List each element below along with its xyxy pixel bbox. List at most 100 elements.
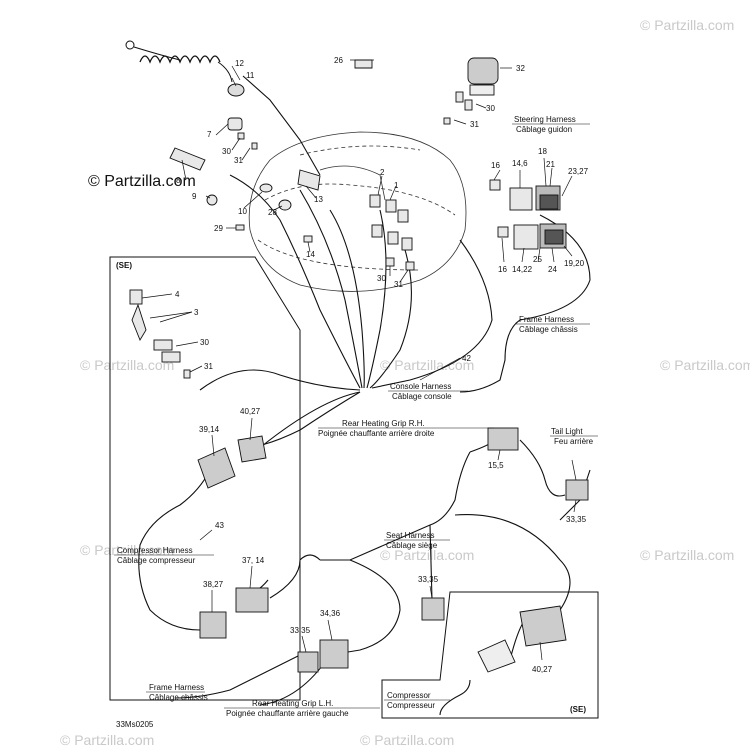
watermark-text: © Partzilla.com [80,542,174,558]
callout-30c: 30 [377,274,386,283]
rear-grip-rh-label-fr: Poignée chauffante arrière droite [318,429,435,438]
callout-2: 2 [380,168,385,177]
callout-40-27b: 40,27 [532,665,553,674]
callout-15-5: 15,5 [488,461,504,470]
connector-39-14 [197,447,236,489]
watermark-group: © Partzilla.com © Partzilla.com © Partzi… [60,17,750,748]
se-tag-top: (SE) [116,261,132,270]
callout-32: 32 [516,64,525,73]
harness-labels: Steering Harness Câblage guidon Frame Ha… [114,115,598,729]
watermark-text: © Partzilla.com [380,547,474,563]
connector-37-14 [235,587,269,613]
se-tag-bottom: (SE) [570,705,586,714]
callout-3: 3 [194,308,199,317]
frame-harness-top-label-fr: Câblage châssis [519,325,578,334]
connector-15-5 [487,427,519,451]
callout-39-14: 39,14 [199,425,220,434]
connector-14-6 [509,187,533,211]
callout-25: 25 [533,255,542,264]
callout-31a: 31 [470,120,479,129]
leader-lines [141,59,577,661]
component-glyphs [129,57,589,673]
toggle-4 [129,289,143,305]
steering-harness-label: Steering Harness [514,115,576,124]
callout-31b: 31 [234,156,243,165]
console-harness-label-fr: Câblage console [392,392,452,401]
callout-37-14: 37, 14 [242,556,265,565]
frame-harness-bottom-label-fr: Câblage châssis [149,693,208,702]
callout-9: 9 [192,192,197,201]
compressor-harness-label-fr: Câblage compresseur [117,556,196,565]
connector-38-27 [199,611,227,639]
terminal-31b [443,117,451,125]
callout-8: 8 [176,176,181,185]
compressor-plug [477,639,516,673]
callout-10: 10 [238,207,247,216]
seat-harness-label-fr: Câblage siège [386,541,438,550]
connector-13 [297,169,321,191]
callout-24: 24 [548,265,557,274]
watermark-text: © Partzilla.com [660,357,750,373]
callout-1: 1 [394,181,399,190]
grommet-10 [259,183,273,193]
callout-13: 13 [314,195,323,204]
steering-harness-label-fr: Câblage guidon [516,125,572,134]
callout-40-27a: 40,27 [240,407,261,416]
callout-23-27: 23,27 [568,167,589,176]
clip-30d [153,339,173,351]
se-frame-bottom [381,591,599,719]
terminal-30c [385,257,395,267]
callout-18: 18 [538,147,547,156]
toggle-3 [131,303,147,342]
partzilla-watermark: © Partzilla.com [88,173,196,190]
callout-33-35a: 33,35 [290,626,311,635]
frame-harness-bottom-label: Frame Harness [149,683,204,692]
callouts: 12 11 26 32 30 31 7 30 31 8 9 10 13 28 2… [175,56,589,674]
clip-30 [455,91,464,103]
se-frame-left [109,256,301,701]
connector-40-27b [519,605,567,647]
watermark-text: © Partzilla.com [60,732,154,748]
terminal-31c [405,261,415,271]
connector-tail [565,479,589,501]
callout-29: 29 [214,224,223,233]
watermark-text: © Partzilla.com [360,732,454,748]
callout-31d: 31 [204,362,213,371]
harness-wires [138,75,591,716]
callout-11: 11 [246,71,255,80]
rear-grip-lh-label-fr: Poignée chauffante arrière gauche [226,709,349,718]
compressor-label: Compressor [387,691,431,700]
callout-28: 28 [268,208,277,217]
rear-grip-lh-label: Rear Heating Grip L.H. [252,699,333,708]
grommet-28 [278,199,292,211]
rear-grip-rh-label: Rear Heating Grip R.H. [342,419,425,428]
connector-33-35a [297,651,319,673]
callout-31c: 31 [394,280,403,289]
callout-30a: 30 [486,104,495,113]
sensor-8 [169,147,206,171]
callout-42: 42 [462,354,471,363]
connector-33-35b [421,597,445,621]
terminal-29 [235,224,245,231]
callout-33-35b: 33,35 [418,575,439,584]
callout-4: 4 [175,290,180,299]
sensor-9 [206,194,218,206]
callout-16b: 16 [498,265,507,274]
callout-14-6: 14,6 [512,159,528,168]
compressor-harness-label: Compressor Harness [117,546,193,555]
connector-14-22 [513,224,539,250]
console-harness-label: Console Harness [390,382,451,391]
frame-harness-top-label: Frame Harness [519,315,574,324]
switch-a [369,194,381,208]
callout-16a: 16 [491,161,500,170]
terminal-30 [237,132,245,140]
callout-14: 14 [306,250,315,259]
seat-harness-label: Seat Harness [386,531,434,540]
callout-30d: 30 [200,338,209,347]
watermark-text: © Partzilla.com [380,357,474,373]
outlet-32 [467,57,499,85]
watermark-text: © Partzilla.com [80,357,174,373]
callout-21: 21 [546,160,555,169]
connector-40-27 [237,435,267,463]
